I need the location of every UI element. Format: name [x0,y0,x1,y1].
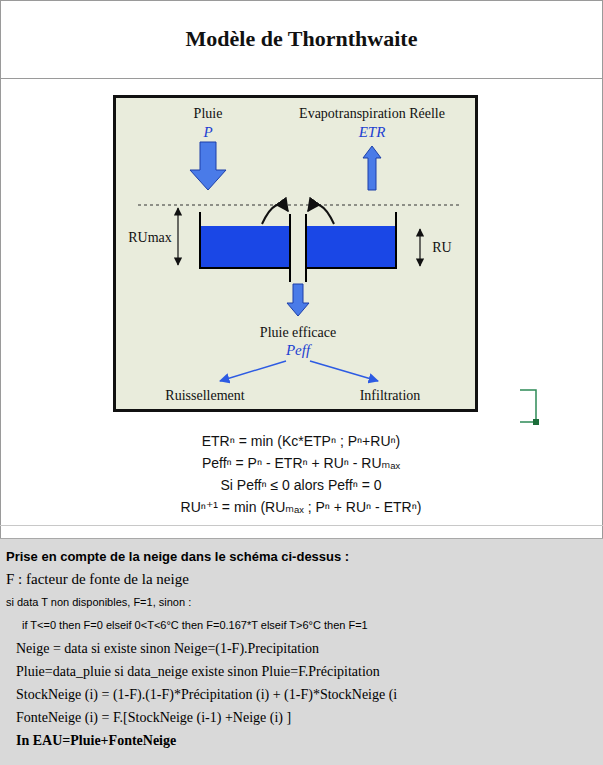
peff-arrow [287,284,309,316]
ru-dimension [419,229,420,266]
reservoir-wall [289,214,291,282]
rule-line: In EAU=Pluie+FonteNeige [6,729,597,752]
rule-line: si data T non disponibles, F=1, sinon : [6,591,597,614]
rain-arrow [190,142,226,190]
formula: RUⁿ⁺¹ = min (RUₘₐₓ ; Pⁿ + RUⁿ - ETRⁿ) [181,499,422,515]
selection-handle [533,419,539,425]
variable-symbol: Peff [286,342,310,359]
dashed-level [138,205,462,206]
rule-line: Pluie=data_pluie si data_neige existe si… [6,660,597,683]
overflow-arrow [262,205,288,224]
formula: Si Peffⁿ ≤ 0 alors Peffⁿ = 0 [221,477,382,493]
flow-label: Pluie efficace [260,325,336,341]
flow-label: RU [432,240,451,256]
reservoir-wall [200,212,290,268]
rule-line: F : facteur de fonte de la neige [6,568,597,591]
etr-arrow [363,146,381,190]
variable-symbol: ETR [359,124,386,141]
rule-line: StockNeige (i) = (1-F).(1-F)*Précipitati… [6,683,597,706]
illustration-panel: PluieP Evapotranspiration RéelleETR RUmaxR… [113,95,478,412]
flow-label: Infiltration [360,388,421,404]
flow-label: RUmax [128,230,172,246]
reservoir-wall [305,214,307,282]
formula: ETRⁿ = min (Kc*ETPⁿ ; Pⁿ+RUⁿ) [202,433,401,449]
overflow-arrow [308,205,334,224]
rule-line: FonteNeige (i) = F.[StockNeige (i-1) +Ne… [6,706,597,729]
cell-border [0,0,1,538]
split-arrow [220,361,286,381]
cell-border [0,78,603,79]
split-arrow [310,361,378,381]
reservoir-wall [306,212,396,268]
note-box: Prise en compte de la neige dans le sché… [0,538,603,765]
grid-line [0,525,603,526]
formula: Peffⁿ = Pⁿ - ETRⁿ + RUⁿ - RUₘₐₓ [202,455,400,471]
panel-ground [113,95,478,412]
rumax-dimension [177,208,178,265]
variable-symbol: P [203,124,212,141]
flow-label: Pluie [194,106,223,122]
reservoir-water [307,226,395,267]
box-heading: Prise en compte de la neige dans le sché… [6,545,597,568]
cell-border [602,0,603,538]
reservoir-water [201,226,289,267]
cell-border [0,0,603,1]
selection-bracket [520,390,536,422]
flow-label: Ruissellement [165,388,244,404]
rule-line: Neige = data si existe sinon Neige=(1-F)… [6,637,597,660]
rule-line: if T<=0 then F=0 elseif 0<T<6°C then F=0… [6,614,597,637]
title-cell: Modèle de Thornthwaite [0,0,603,78]
flow-label: Evapotranspiration Réelle [299,106,445,122]
title-text: Modèle de Thornthwaite [186,26,418,52]
